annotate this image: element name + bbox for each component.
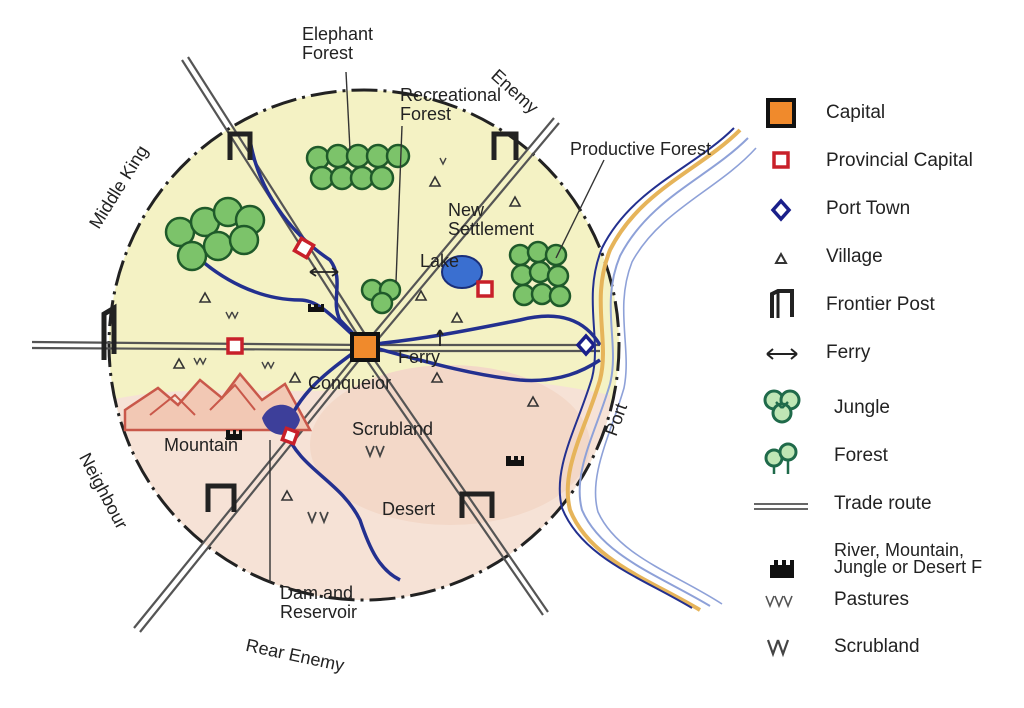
- label-elephant-forest: Elephant Forest: [302, 24, 374, 63]
- legend-label-ferry: Ferry: [826, 342, 871, 363]
- label-scrubland: Scrubland: [352, 419, 434, 439]
- river: [188, 139, 602, 582]
- coastline: [558, 127, 757, 612]
- label-new-settlement: New Settlement: [448, 200, 535, 239]
- recreational-forest-trees: [360, 278, 402, 315]
- ferry-arrows: [309, 267, 444, 346]
- label-recreational-forest: Recreational Forest: [400, 85, 502, 124]
- lake-shape: [441, 255, 483, 289]
- legend-label-pastures: Pastures: [834, 589, 909, 610]
- productive-forest-trees: [508, 240, 572, 308]
- label-conqueror: Conqueior: [308, 373, 392, 393]
- label-dam-reservoir: Dam and Reservoir: [280, 583, 358, 622]
- jungle-trees: [164, 196, 266, 272]
- jungle-icon: [763, 389, 801, 424]
- scrubland-icon: [766, 639, 790, 658]
- label-mountain: Mountain: [164, 435, 239, 455]
- fort-icon: [770, 560, 794, 578]
- legend-label-port-town: Port Town: [826, 198, 911, 219]
- label-productive-forest: Productive Forest: [570, 139, 712, 159]
- forest-icon: [764, 442, 798, 474]
- frontier-posts: [101, 131, 519, 518]
- pasture-marks: [193, 157, 447, 370]
- legend-label-jungle: Jungle: [834, 397, 890, 418]
- ferry-icon: [766, 348, 798, 360]
- label-ferry: Ferry: [398, 347, 440, 367]
- villages: [172, 175, 540, 501]
- capital-marker: [350, 332, 380, 362]
- label-desert: Desert: [382, 499, 436, 519]
- legend-label-provincial-capital: Provincial Capital: [826, 150, 973, 171]
- legend-label-forest: Forest: [834, 445, 888, 466]
- village-icon: [774, 251, 788, 264]
- legend-label-fort: River, Mountain, Jungle or Desert F: [834, 540, 983, 577]
- leader-lines: [269, 71, 605, 582]
- label-lake: Lake: [420, 251, 460, 271]
- reservoir-shape: [262, 404, 300, 435]
- provincial-capital-icon: [772, 151, 790, 169]
- trade-route-icon: [754, 503, 808, 510]
- port-town-icon: [770, 198, 792, 222]
- legend-label-scrubland: Scrubland: [834, 636, 920, 657]
- legend-label-village: Village: [826, 246, 883, 267]
- legend-label-trade-route: Trade route: [834, 493, 932, 514]
- capital-icon: [766, 98, 796, 128]
- frontier-post-icon: [770, 289, 794, 318]
- forts: [226, 304, 524, 466]
- trade-routes: [31, 56, 600, 633]
- port-town-marker: [575, 333, 597, 357]
- pastures-icon: [765, 595, 793, 609]
- legend-label-frontier-post: Frontier Post: [826, 294, 935, 315]
- legend-label-capital: Capital: [826, 102, 886, 123]
- scrub-marks: [307, 445, 385, 525]
- elephant-forest-trees: [305, 143, 411, 191]
- provincial-capitals: [226, 236, 494, 446]
- kingdom-boundary: [107, 88, 621, 602]
